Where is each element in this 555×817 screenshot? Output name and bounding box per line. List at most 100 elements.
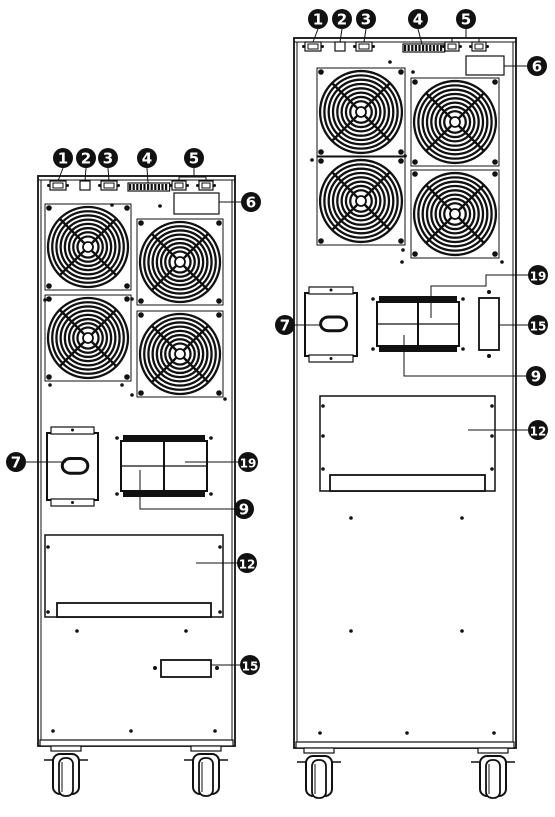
- callout-badge: [526, 366, 546, 386]
- screw-hole: [223, 397, 227, 401]
- screw-hole: [153, 666, 157, 670]
- terminal-pin: [432, 45, 435, 51]
- terminal-screw: [115, 492, 119, 496]
- usb-port: [334, 41, 346, 52]
- fan-guard-ring: [430, 189, 480, 239]
- epo-terminal: [127, 182, 171, 192]
- fan-guard-ring: [331, 82, 391, 142]
- fan-guard-ring: [318, 69, 404, 155]
- connector-screw: [321, 45, 324, 48]
- connector-pins: [103, 182, 115, 189]
- external-battery-connector-cover: [478, 297, 500, 351]
- connector-screw: [47, 184, 50, 187]
- caster-wheel: [471, 747, 515, 799]
- input-breaker: [46, 426, 99, 507]
- callout-badge: [528, 420, 548, 440]
- callout-badge: [184, 148, 204, 168]
- fan-guard-ring: [417, 176, 493, 252]
- callout-label: 15: [242, 659, 259, 673]
- callout-label: 19: [240, 456, 257, 470]
- fan-guard-ring: [159, 333, 201, 375]
- terminal-screw: [209, 436, 213, 440]
- fan-mount-hole: [492, 171, 498, 177]
- fan-mount-hole: [318, 238, 324, 244]
- fan-guard-ring: [76, 326, 100, 350]
- fan-mount-hole: [492, 251, 498, 257]
- screw-hole: [487, 354, 491, 358]
- screw-hole: [500, 260, 504, 264]
- callout-label: 12: [530, 424, 547, 438]
- screw-hole: [487, 290, 491, 294]
- terminal-screw: [461, 297, 465, 301]
- callout-badge: [332, 9, 352, 29]
- callout-badge: [76, 148, 96, 168]
- caster-plate: [303, 747, 335, 754]
- fan-mount-hole: [124, 205, 130, 211]
- fan-guard-ring: [67, 226, 109, 268]
- leader-line: [107, 167, 110, 182]
- fan-guard-ring: [159, 241, 201, 283]
- caster-tire: [198, 757, 214, 797]
- terminal-pin: [418, 45, 421, 51]
- callout-number-3: 3: [98, 148, 118, 168]
- breaker-screw: [71, 501, 74, 504]
- fan-mount-hole: [46, 283, 52, 289]
- cover-lip: [56, 602, 212, 618]
- rs232-port: [302, 41, 324, 52]
- screw-hole: [321, 467, 325, 471]
- terminal-pin: [143, 184, 146, 190]
- callout-label: 9: [239, 500, 249, 518]
- fan-hub: [449, 208, 461, 220]
- fan-mount-hole: [318, 149, 324, 155]
- callout-number-6: 6: [241, 192, 261, 212]
- terminal-screw: [371, 347, 375, 351]
- callout-number-6: 6: [527, 56, 547, 76]
- terminal-cover-top: [379, 296, 457, 302]
- cooling-fan: [410, 77, 500, 167]
- leader-line: [57, 167, 64, 182]
- caster-wheel: [44, 745, 88, 797]
- fan-guard-ring: [430, 97, 480, 147]
- fan-mount-hole: [318, 69, 324, 75]
- fan-guard-ring: [344, 95, 378, 129]
- callout-number-9: 9: [234, 499, 254, 519]
- screw-hole: [158, 204, 162, 208]
- screw-hole: [321, 434, 325, 438]
- callout-badge: [53, 148, 73, 168]
- callout-number-5: 5: [456, 9, 476, 29]
- fan-mount-hole: [398, 238, 404, 244]
- terminal-pin: [414, 45, 417, 51]
- fan-guard-ring: [336, 87, 386, 137]
- terminal-pin: [407, 45, 410, 51]
- intelligent-slot-cover: [465, 55, 505, 76]
- caster-tire: [58, 757, 74, 797]
- fan-mount-hole: [398, 69, 404, 75]
- fan-guard-ring: [164, 246, 196, 278]
- fan-guard-ring: [46, 296, 130, 380]
- screw-hole: [490, 404, 494, 408]
- fan-guard-ring: [59, 309, 117, 367]
- fan-hub: [82, 241, 94, 253]
- fan-mount-hole: [412, 251, 418, 257]
- fan-guard-ring: [344, 184, 378, 218]
- terminal-pin: [422, 45, 425, 51]
- fan-mount-hole: [124, 283, 130, 289]
- screw-hole: [110, 203, 114, 207]
- leader-line: [363, 28, 367, 43]
- callout-badge: [527, 56, 547, 76]
- fan-mount-hole: [318, 158, 324, 164]
- callout-number-4: 4: [137, 148, 157, 168]
- parallel-port: [442, 41, 462, 52]
- screw-hole: [492, 731, 496, 735]
- snmp-slot: [353, 41, 375, 52]
- fan-mount-hole: [398, 158, 404, 164]
- callout-badge: [237, 553, 257, 573]
- terminal-pin: [132, 184, 135, 190]
- fan-guard-ring: [323, 74, 399, 150]
- callout-label: 1: [313, 10, 323, 28]
- screw-hole: [318, 731, 322, 735]
- screw-hole: [184, 629, 188, 633]
- fan-guard-ring: [72, 322, 104, 354]
